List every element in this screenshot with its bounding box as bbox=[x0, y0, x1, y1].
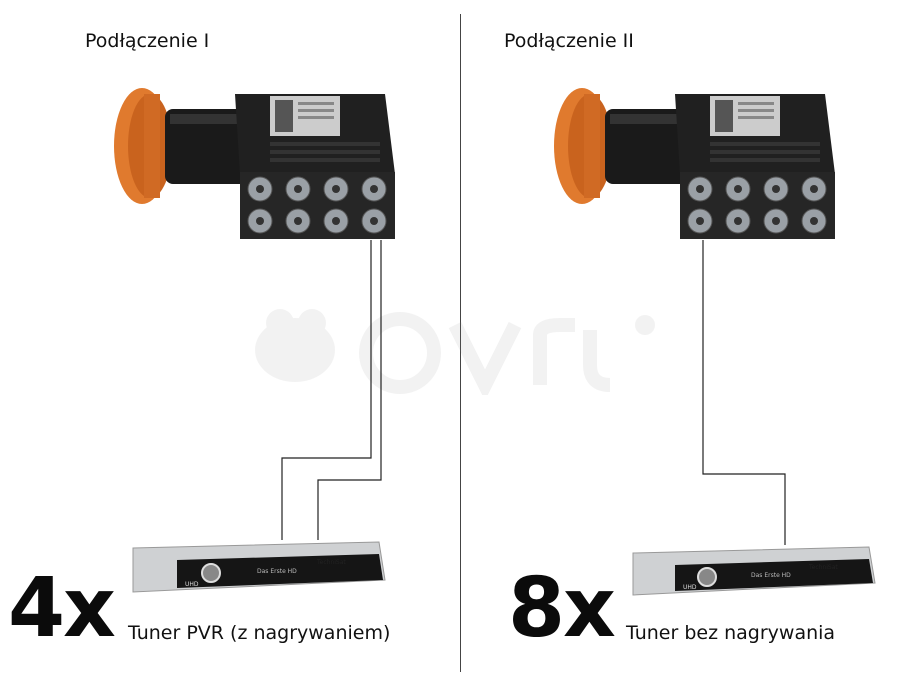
watermark-logo bbox=[250, 295, 660, 395]
receiver-brand: TechniSat bbox=[316, 559, 346, 566]
connection-1-caption: Tuner PVR (z nagrywaniem) bbox=[128, 622, 391, 644]
receiver-badge: UHD bbox=[185, 581, 199, 588]
receiver-display: Das Erste HD bbox=[257, 568, 297, 575]
receiver-1: TechniSat Das Erste HD UHD bbox=[127, 540, 387, 598]
connection-1-count: 4x bbox=[8, 561, 116, 656]
connection-2-title: Podłączenie II bbox=[504, 30, 634, 52]
panel-divider bbox=[460, 14, 461, 672]
octo-lnb-1 bbox=[110, 84, 400, 244]
connection-1-panel: Podłączenie I bbox=[8, 30, 400, 656]
receiver-badge: UHD bbox=[683, 584, 697, 591]
cables-2 bbox=[702, 240, 786, 545]
connection-1-title: Podłączenie I bbox=[85, 30, 210, 52]
cables-1 bbox=[281, 240, 382, 540]
receiver-2: TechniSat Das Erste HD UHD bbox=[627, 545, 877, 601]
connection-2-count: 8x bbox=[508, 561, 616, 656]
octo-lnb-2 bbox=[550, 84, 840, 244]
receiver-display: Das Erste HD bbox=[751, 572, 791, 579]
connection-2-panel: Podłączenie II bbox=[461, 0, 911, 693]
connection-2-caption: Tuner bez nagrywania bbox=[626, 622, 836, 644]
receiver-brand: TechniSat bbox=[808, 564, 838, 571]
